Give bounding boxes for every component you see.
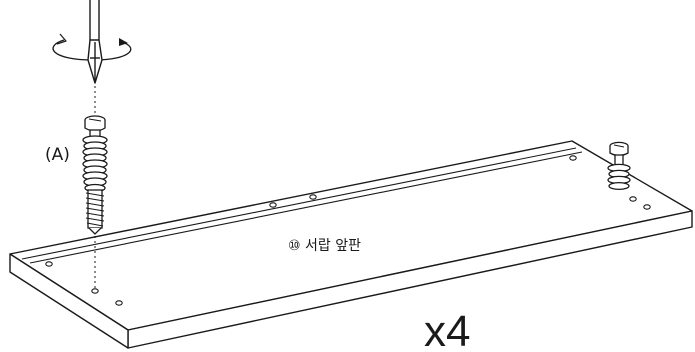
panel-groove (21, 147, 583, 264)
quantity-label: x4 (424, 307, 470, 352)
hole (309, 194, 317, 200)
hole (45, 261, 53, 267)
screw-callout-label: (A) (45, 145, 70, 165)
panel-holes (45, 155, 651, 306)
hole (629, 196, 637, 202)
cam-screw-icon (607, 141, 631, 191)
hole (115, 300, 123, 306)
hole (569, 155, 577, 161)
part-label: ⑩ 서랍 앞판 (288, 238, 361, 254)
screwdriver-icon (52, 0, 132, 84)
hole (91, 288, 99, 294)
hole (269, 202, 277, 208)
hole (643, 204, 651, 210)
cam-screw-icon (82, 115, 108, 235)
drawer-front-panel (9, 140, 693, 349)
